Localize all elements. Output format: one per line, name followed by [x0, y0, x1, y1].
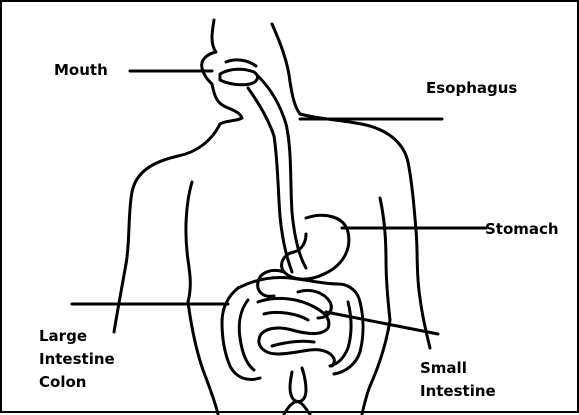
large-intestine-label-line-2: Intestine: [39, 348, 115, 371]
mouth-inner: [226, 60, 256, 66]
esophagus-label: Esophagus: [426, 78, 517, 98]
duodenum: [258, 270, 284, 296]
pelvis-line: [284, 402, 310, 414]
large-intestine-label: Large Intestine Colon: [39, 325, 115, 394]
mouth-label: Mouth: [54, 60, 108, 80]
small-intestine-label-line-2: Intestine: [420, 380, 496, 403]
esophagus-tube-inner: [248, 88, 292, 272]
left-hip-outline: [188, 302, 218, 414]
stomach-label: Stomach: [485, 219, 559, 239]
left-arm-inner: [186, 182, 192, 302]
colon-inner-left: [239, 300, 254, 370]
right-shoulder-outline: [300, 114, 430, 348]
mouth-cavity: [220, 69, 257, 85]
small-intestine-leader-line: [326, 312, 438, 334]
large-intestine-label-line-3: Colon: [39, 371, 115, 394]
left-shoulder-outline: [114, 124, 220, 332]
small-intestine-label-line-1: Small: [420, 357, 496, 380]
colon-transverse: [238, 277, 360, 302]
right-hip-outline: [362, 320, 390, 414]
rectum: [290, 368, 306, 402]
right-arm-inner: [380, 198, 390, 320]
small-intestine-label: Small Intestine: [420, 357, 496, 403]
large-intestine-label-line-1: Large: [39, 325, 115, 348]
